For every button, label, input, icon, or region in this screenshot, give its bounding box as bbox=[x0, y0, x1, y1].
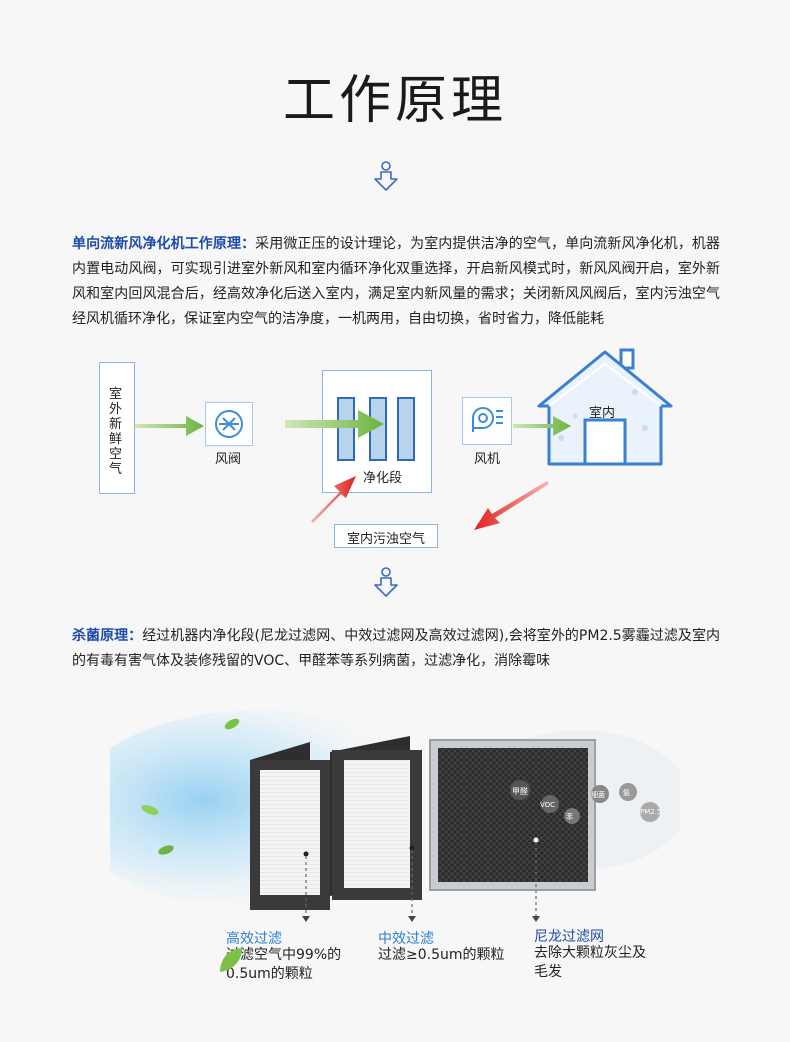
filters-graphic bbox=[110, 710, 680, 910]
particle-label: 细菌 bbox=[591, 791, 605, 799]
hepa-filter-title: 高效过滤 bbox=[226, 931, 282, 947]
outdoor-air-label: 室外新鲜空气 bbox=[109, 387, 123, 477]
particle-label: VOC bbox=[540, 801, 556, 809]
medium-filter-title: 中效过滤 bbox=[378, 931, 434, 947]
nylon-filter-title: 尼龙过滤网 bbox=[534, 929, 604, 945]
sterilization-text: 经过机器内净化段(尼龙过滤网、中效过滤网及高效过滤网),会将室外的PM2.5雾霾… bbox=[72, 628, 720, 669]
red-arrow bbox=[311, 476, 356, 523]
leaf-icon bbox=[220, 948, 242, 972]
page-title: 工作原理 bbox=[282, 71, 507, 131]
damper-box bbox=[205, 402, 253, 446]
hepa-filter-desc-line: 0.5um的颗粒 bbox=[226, 966, 313, 982]
sterilization-heading: 杀菌原理： bbox=[72, 628, 143, 644]
damper-icon bbox=[215, 410, 243, 438]
green-arrow bbox=[513, 416, 571, 436]
purification-label: 净化段 bbox=[363, 471, 403, 486]
damper-label: 风阀 bbox=[215, 452, 242, 467]
particle-label: 氨 bbox=[623, 789, 630, 797]
working-principle-paragraph: 单向流新风净化机工作原理：采用微正压的设计理论，为室内提供洁净的空气，单向流新风… bbox=[72, 232, 720, 332]
indoor-dirty-air-label: 室内污浊空气 bbox=[347, 532, 426, 547]
hepa-filter-desc: 过滤空气中99%的 0.5um的颗粒 bbox=[226, 946, 341, 984]
working-principle-text: 采用微正压的设计理论，为室内提供洁净的空气，单向流新风净化机，机器内置电动风阀，… bbox=[72, 236, 720, 327]
outdoor-air-box: 室外新鲜空气 bbox=[99, 362, 135, 494]
flow-arrows bbox=[135, 410, 571, 530]
hepa-filter-desc-line: 过滤空气中99%的 bbox=[226, 947, 342, 963]
red-arrow bbox=[474, 481, 549, 530]
nylon-filter-desc-line: 去除大颗粒灰尘及 bbox=[534, 945, 646, 961]
arrow-down-icon bbox=[374, 161, 398, 191]
medium-filter-desc: 过滤≥0.5um的颗粒 bbox=[378, 947, 505, 963]
green-arrow bbox=[285, 410, 384, 438]
filter-panel bbox=[337, 397, 355, 461]
fan-box bbox=[462, 397, 512, 445]
indoor-dirty-air-box: 室内污浊空气 bbox=[334, 524, 438, 548]
purification-section-box: 净化段 bbox=[322, 370, 432, 493]
fan-icon bbox=[472, 407, 503, 432]
particle-label: 甲醛 bbox=[512, 787, 528, 796]
nylon-filter-desc-line: 毛发 bbox=[534, 964, 562, 980]
working-principle-heading: 单向流新风净化机工作原理： bbox=[72, 236, 256, 252]
nylon-filter-desc: 去除大颗粒灰尘及 毛发 bbox=[534, 944, 646, 982]
house-icon bbox=[537, 348, 673, 466]
particle-label: PM2.5 bbox=[640, 808, 662, 816]
indoor-label: 室内 bbox=[589, 406, 616, 421]
green-arrow bbox=[135, 416, 204, 436]
sterilization-paragraph: 杀菌原理：经过机器内净化段(尼龙过滤网、中效过滤网及高效过滤网),会将室外的PM… bbox=[72, 624, 720, 674]
fan-label: 风机 bbox=[474, 452, 501, 467]
filter-panel bbox=[397, 397, 415, 461]
particle-label: 苯 bbox=[566, 813, 573, 821]
arrow-down-icon bbox=[374, 567, 398, 597]
